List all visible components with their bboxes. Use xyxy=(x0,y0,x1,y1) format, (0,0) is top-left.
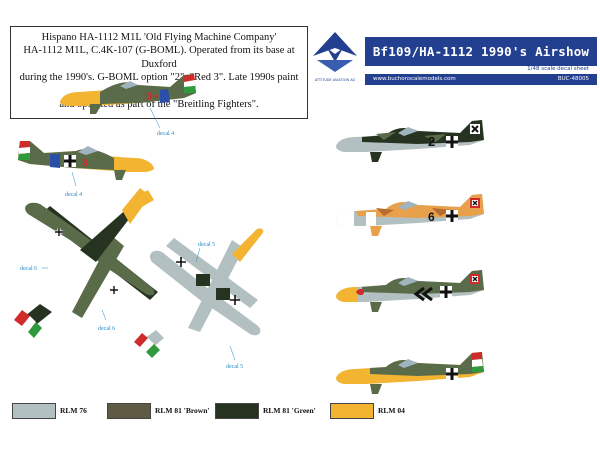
svg-text:3: 3 xyxy=(82,158,88,169)
decal-4-label-b: decal 4 xyxy=(65,192,82,198)
product-code: BUC-48005 xyxy=(557,76,589,82)
profile-description: Hispano HA-1112 M1L 'Old Flying Machine … xyxy=(10,26,308,119)
decal-5-label-b: decal 5 xyxy=(226,364,243,370)
color-swatch-rlm81-brown xyxy=(107,403,151,419)
description-line-2: HA-1112 M1L, C.4K-107 (G-BOML). Operated… xyxy=(23,45,295,70)
brand-logo-icon xyxy=(313,32,357,72)
decal-4-label-a: decal 4 xyxy=(157,131,174,137)
color-label-rlm81-green: RLM 81 'Green' xyxy=(263,406,316,415)
ha1112-bottom-view xyxy=(134,228,264,358)
description-line-4: and operated as part of the "Breitling F… xyxy=(59,99,259,111)
ha1112-side-view-lower: 3 xyxy=(18,141,154,180)
ha1112-side-view-upper: 3 xyxy=(60,74,196,114)
ha1112-profile-yellow xyxy=(336,352,484,394)
decal-5-label-a: decal 5 xyxy=(198,242,215,248)
title-banner: ATTITUDE AVIATION AG Bf109/HA-1112 1990'… xyxy=(305,26,597,88)
bf109-profile-chevron xyxy=(336,270,484,312)
color-swatch-rlm76 xyxy=(12,403,56,419)
color-label-rlm76: RLM 76 xyxy=(60,406,87,415)
color-label-rlm81-brown: RLM 81 'Brown' xyxy=(155,406,210,415)
color-swatch-rlm04 xyxy=(330,403,374,419)
logo-caption: ATTITUDE AVIATION AG xyxy=(314,78,356,82)
aircraft-code-black2: 2 xyxy=(428,134,435,149)
color-swatch-rlm81-green xyxy=(215,403,259,419)
decal-6-label-a: decal 6 xyxy=(20,266,37,272)
ha1112-top-view xyxy=(14,188,158,338)
aircraft-code-red3: 3 xyxy=(146,91,152,103)
scale-label: 1/48 scale decal sheet xyxy=(527,66,589,72)
description-line-1: Hispano HA-1112 M1L 'Old Flying Machine … xyxy=(41,32,277,43)
bf109-profile-black6: 6 xyxy=(336,194,484,236)
color-label-rlm04: RLM 04 xyxy=(378,406,405,415)
website-link[interactable]: www.buchonscalemodels.com xyxy=(373,76,456,82)
bf109-profile-black2: 2 xyxy=(336,120,484,162)
decal-6-label-b: decal 6 xyxy=(98,326,115,332)
aircraft-code-black6: 6 xyxy=(428,210,435,224)
